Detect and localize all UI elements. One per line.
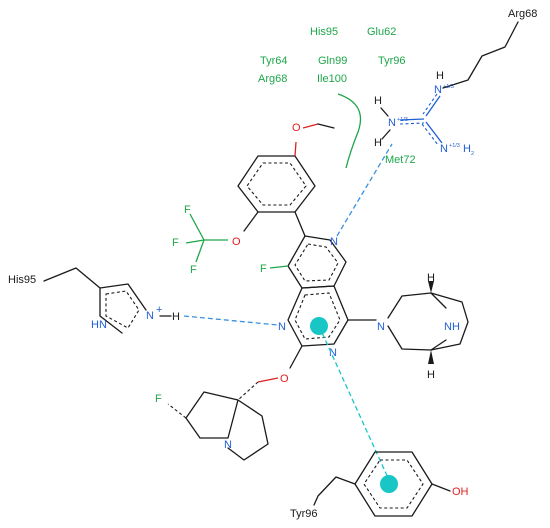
residue-ile100: Ile100: [317, 73, 347, 85]
atom-h-guan-lower: H: [374, 137, 382, 149]
bond-ch2-quaternary: [237, 381, 259, 401]
his95-imidazolium: His95 HN N + H: [8, 267, 180, 334]
atom-f-cf3-2: F: [172, 237, 179, 249]
core-lower-ring: [287, 285, 349, 347]
atom-n-core-left: N: [278, 321, 286, 333]
pi-stack-tyr96: [318, 325, 390, 481]
tyr96-phenol: OH Tyr96: [290, 451, 469, 520]
core-lower-aromatic: [294, 292, 341, 340]
atom-plus-imid: +: [156, 304, 162, 316]
arg68-guanidinium: Arg68 N +1/3 H H N +1/3 H N +1/3 H 2: [374, 8, 537, 157]
pyrrolizidine-ring-b: [227, 399, 269, 461]
imidazole-ring-bonds: [99, 283, 147, 334]
imidazole-ring-aromatic: [105, 290, 140, 329]
residue-tyr64: Tyr64: [260, 55, 288, 67]
residue-glu62: Glu62: [367, 26, 396, 38]
bond-h-n-lower: [381, 129, 391, 140]
core-bicycle: N F N N: [260, 235, 349, 359]
atom-h-imid: H: [172, 311, 180, 323]
hbond-arg68-core: [336, 143, 393, 237]
atom-n-guan-left: N: [388, 117, 396, 129]
charge-guan-right: +1/3: [449, 143, 460, 149]
bond-methyl: [317, 123, 335, 129]
wedge-bridge-top: [428, 281, 434, 293]
bond-aryl-o-ocf3: [243, 211, 259, 232]
atom-n-ring-top: N: [330, 236, 338, 248]
pyrrolizidine-group: O N F: [155, 345, 303, 461]
bond-aryl-o-methoxy: [294, 141, 297, 157]
hbond-his95-core: [183, 315, 279, 326]
atom-n-core-bottom: N: [329, 347, 337, 359]
methoxyphenyl-ring: O O F F F: [172, 122, 335, 276]
atom-n-imid-right: N: [146, 310, 154, 322]
atom-h-bridge-bottom: H: [427, 369, 435, 381]
bond-o-ch2: [257, 377, 279, 383]
hydrophobic-contact-arc: [337, 93, 362, 169]
atom-o-ocf3: O: [232, 236, 241, 248]
residue-his95-left: His95: [8, 274, 36, 286]
wedge-bridge-bottom: [428, 350, 434, 364]
atom-f-core: F: [260, 263, 267, 275]
residue-tyr96-top: Tyr96: [378, 55, 406, 67]
atom-f-pyrrolizidine: F: [155, 393, 162, 405]
atom-nh-bicyclic: NH: [444, 321, 460, 333]
atom-f-cf3-1: F: [184, 204, 191, 216]
atom-h2-guan: H: [463, 143, 471, 155]
phenol-ring-aromatic: [363, 459, 424, 509]
bond-o-methyl: [302, 123, 319, 129]
atom-h-guan-top: H: [436, 70, 444, 82]
residue-his95-top: His95: [310, 26, 338, 38]
bonds-cf3-fluorines: [185, 213, 205, 263]
bond-core-f: [269, 265, 289, 269]
diazabicyclo-group: N NH H H: [347, 272, 469, 381]
atom-f-cf3-3: F: [190, 264, 197, 276]
his95-side-chain: [43, 267, 101, 289]
atom-h2-subscript: 2: [471, 151, 474, 157]
bicyclic-ring-arms: [387, 292, 447, 351]
bond-ring-f-stereo: [167, 403, 187, 419]
bond-cz-n-left: [399, 118, 425, 121]
bicyclic-outer-bridge: [430, 292, 469, 351]
bond-h-n-left: [380, 107, 389, 117]
bond-core-o-ether: [289, 345, 303, 369]
atom-oh-phenol: OH: [452, 486, 469, 498]
residue-met72: Met72: [385, 154, 416, 166]
bond-cz-n-top-dash: [422, 93, 438, 115]
pyrrolizidine-ring-a: [185, 391, 239, 439]
aryl-ring-outer: [237, 155, 316, 213]
bond-cz-n-left-dash: [399, 122, 425, 125]
atom-n-guan-right: N: [440, 143, 448, 155]
residue-label-group: His95 Glu62 Tyr64 Gln99 Tyr96 Arg68 Ile1…: [258, 26, 416, 166]
atom-o-methoxy: O: [292, 122, 301, 134]
bond-ring-oh: [431, 483, 451, 492]
residue-tyr96-bottom: Tyr96: [290, 508, 318, 520]
atom-h-guan-left: H: [374, 95, 382, 107]
aryl-ring-aromatic: [246, 162, 307, 206]
arg68-side-chain: [442, 21, 519, 89]
atom-n-pyrrolizidine: N: [224, 439, 232, 451]
atom-n-bicyclic: N: [377, 321, 385, 333]
atom-n-guan-top: N: [434, 84, 442, 96]
pi-centroid-tyr96: [380, 475, 398, 493]
bond-cz-n-top: [425, 95, 441, 117]
tyr96-side-chain: [313, 476, 356, 506]
residue-gln99: Gln99: [318, 55, 347, 67]
bond-cz-n-right-dash: [421, 123, 439, 146]
atom-o-ether: O: [280, 373, 289, 385]
bond-cz-n-right: [425, 121, 443, 144]
bond-aryl-core: [294, 211, 306, 237]
core-upper-aromatic: [294, 243, 339, 282]
atom-h-bridge-top: H: [427, 272, 435, 284]
residue-arg68-green: Arg68: [258, 73, 287, 85]
charge-guan-top: +1/3: [443, 84, 454, 90]
atom-n-imid-lower: HN: [91, 319, 107, 331]
residue-arg68-chain: Arg68: [508, 8, 537, 20]
